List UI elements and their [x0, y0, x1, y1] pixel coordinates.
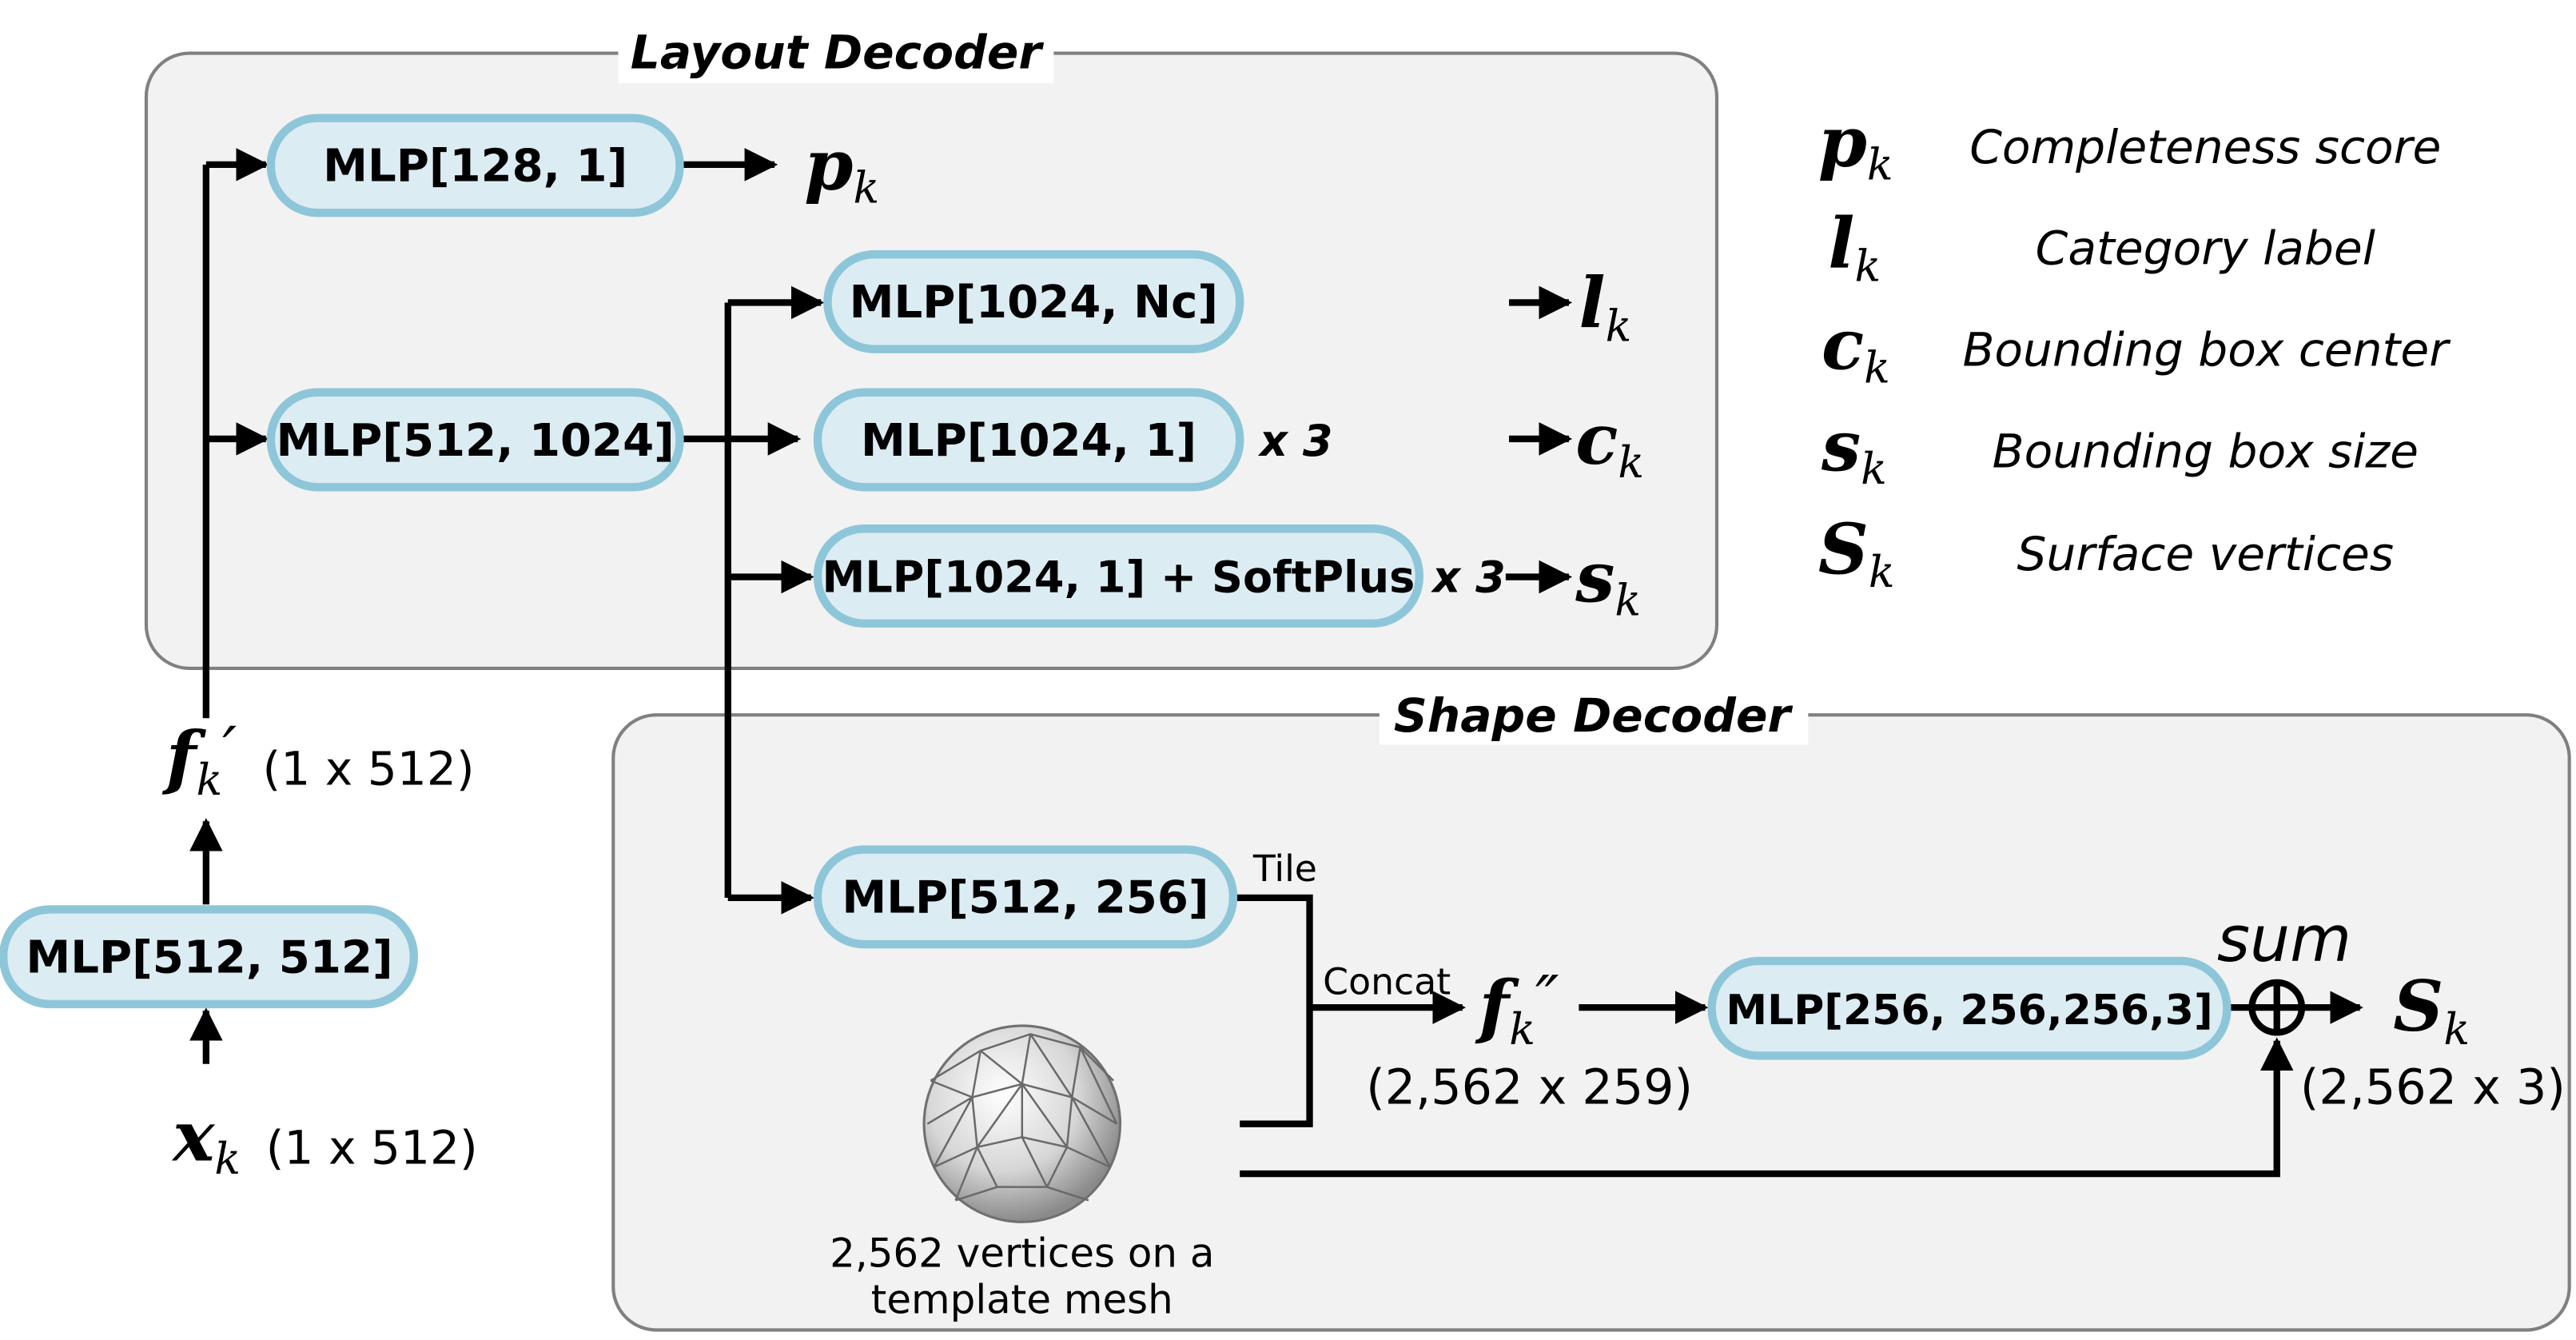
shape-decoder-title: Shape Decoder: [1394, 688, 1794, 743]
template-mesh-sphere: [922, 1024, 1122, 1223]
layout-decoder-title-bg: [618, 23, 1054, 83]
mlp-final-box: [1707, 956, 2232, 1060]
mesh-caption-line1: 2,562 vertices on a: [830, 1230, 1214, 1276]
Sk-dims: (2,562 x 3): [2300, 1060, 2566, 1116]
mlp-pk-label: MLP[128, 1]: [323, 141, 627, 193]
layout-decoder-title: Layout Decoder: [631, 25, 1045, 79]
fk-dprime-dims: (2,562 x 259): [1366, 1060, 1693, 1116]
mlp-l-label: MLP[1024, Nc]: [850, 277, 1218, 329]
legend-symbol-S: Sk: [1818, 508, 1895, 597]
legend-desc-S: Surface vertices: [2017, 527, 2394, 581]
sk-output-symbol: sk: [1575, 536, 1641, 626]
mlp-c-box: [813, 388, 1244, 492]
shape-decoder-title-bg: [1379, 684, 1809, 745]
mlp-s-label: MLP[1024, 1] + SoftPlus: [822, 552, 1415, 602]
mlp-final-label: MLP[256, 256,256,3]: [1726, 987, 2212, 1035]
repeat-s-label: x 3: [1430, 552, 1505, 602]
mlp-shape-box: [813, 845, 1238, 949]
repeat-c-label: x 3: [1257, 416, 1332, 466]
mlp-shared-box: [266, 388, 684, 492]
legend-symbol-s: sk: [1821, 405, 1887, 494]
mlp-c-label: MLP[1024, 1]: [861, 415, 1196, 467]
legend-symbol-p: pk: [1818, 101, 1893, 190]
lk-output-symbol: lk: [1579, 262, 1631, 352]
legend-desc-l: Category label: [2036, 221, 2375, 276]
mlp-input-box: [0, 905, 418, 1009]
legend-desc-s: Bounding box size: [1993, 424, 2419, 478]
mlp-shared-label: MLP[512, 1024]: [277, 415, 675, 467]
sum-operator: [2248, 979, 2306, 1036]
mlp-s-box: [813, 524, 1423, 628]
mlp-pk-box: [266, 114, 684, 217]
pk-output-symbol: pk: [804, 124, 879, 213]
mesh-caption-line2: template mesh: [871, 1277, 1173, 1323]
legend-desc-p: Completeness score: [1969, 120, 2441, 174]
ck-output-symbol: ck: [1575, 398, 1644, 488]
fk-prime-symbol: fk′: [161, 713, 237, 805]
fk-prime-dims: (1 x 512): [263, 741, 475, 796]
mlp-l-box: [823, 249, 1244, 353]
legend: pk Completeness score lk Category label …: [1818, 101, 2451, 597]
tile-label: Tile: [1252, 847, 1317, 890]
fk-dprime-symbol: fk″: [1475, 963, 1559, 1055]
mlp-input-label: MLP[512, 512]: [26, 931, 392, 983]
legend-desc-c: Bounding box center: [1962, 322, 2451, 377]
concat-label: Concat: [1323, 960, 1451, 1003]
xk-dims: (1 x 512): [266, 1121, 478, 1175]
xk-symbol: xk: [171, 1095, 241, 1184]
Sk-output-symbol: Sk: [2393, 965, 2470, 1055]
mlp-boxes: [0, 114, 2232, 1060]
legend-symbol-c: ck: [1822, 304, 1890, 393]
sum-label: sum: [2217, 903, 2351, 976]
legend-symbol-l: lk: [1828, 202, 1881, 292]
connector-lines: [189, 148, 2363, 1178]
mlp-shape-label: MLP[512, 256]: [842, 872, 1208, 924]
